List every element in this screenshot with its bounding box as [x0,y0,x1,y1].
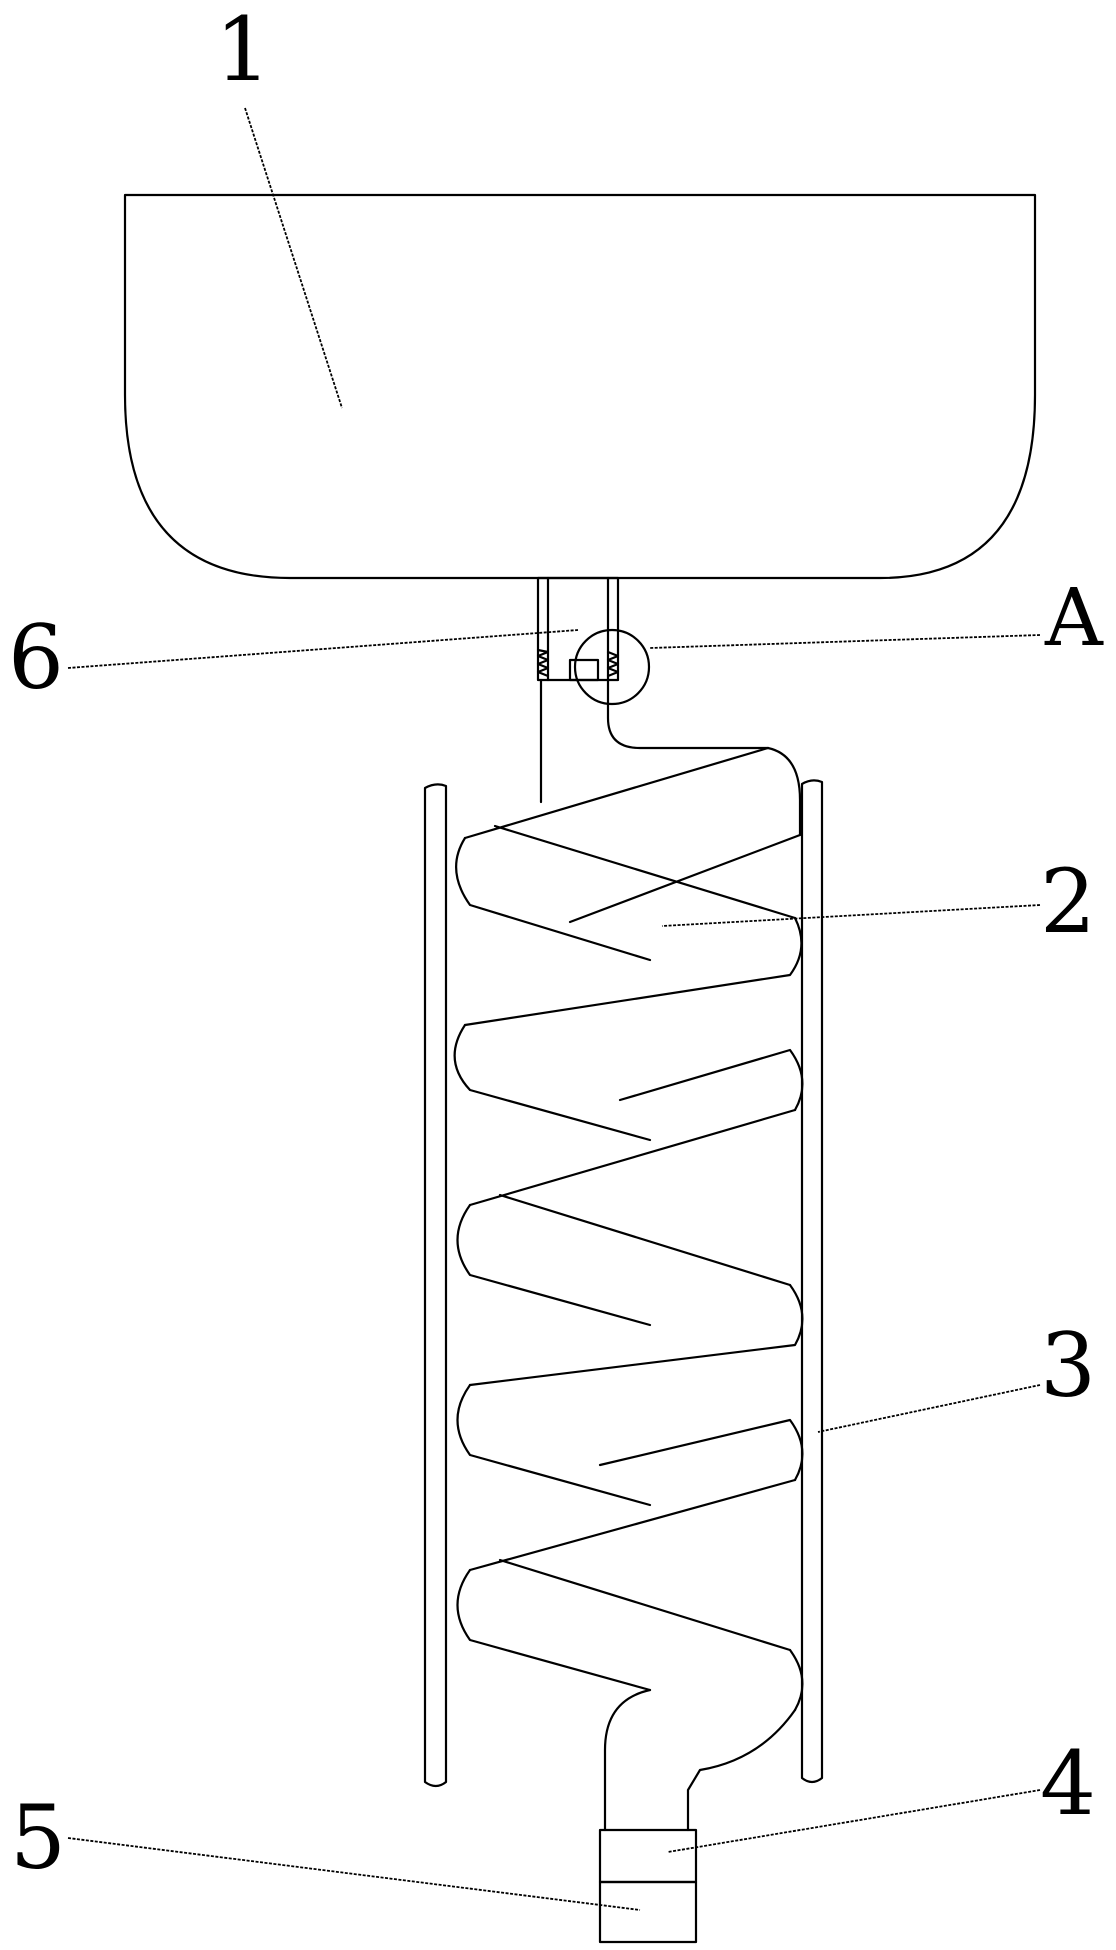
nozzle [598,1828,698,1944]
callout-1: 1 [215,0,271,101]
callout-5: 5 [10,1786,66,1889]
housing-plate-left [423,783,448,1788]
leader-lines [67,107,1041,1911]
housing-plate-right [800,779,824,1784]
callout-3: 3 [1040,1314,1096,1417]
threaded-connector [536,576,620,682]
callout-2: 2 [1040,850,1096,953]
outlet-pipe [603,1688,797,1832]
vessel-body [123,193,1037,580]
inlet-pipe [539,678,770,804]
callout-A: A [1045,571,1103,664]
detail-circle [573,628,651,706]
helical-coil [453,746,804,1712]
callout-6: 6 [8,606,64,709]
callout-4: 4 [1040,1732,1096,1835]
